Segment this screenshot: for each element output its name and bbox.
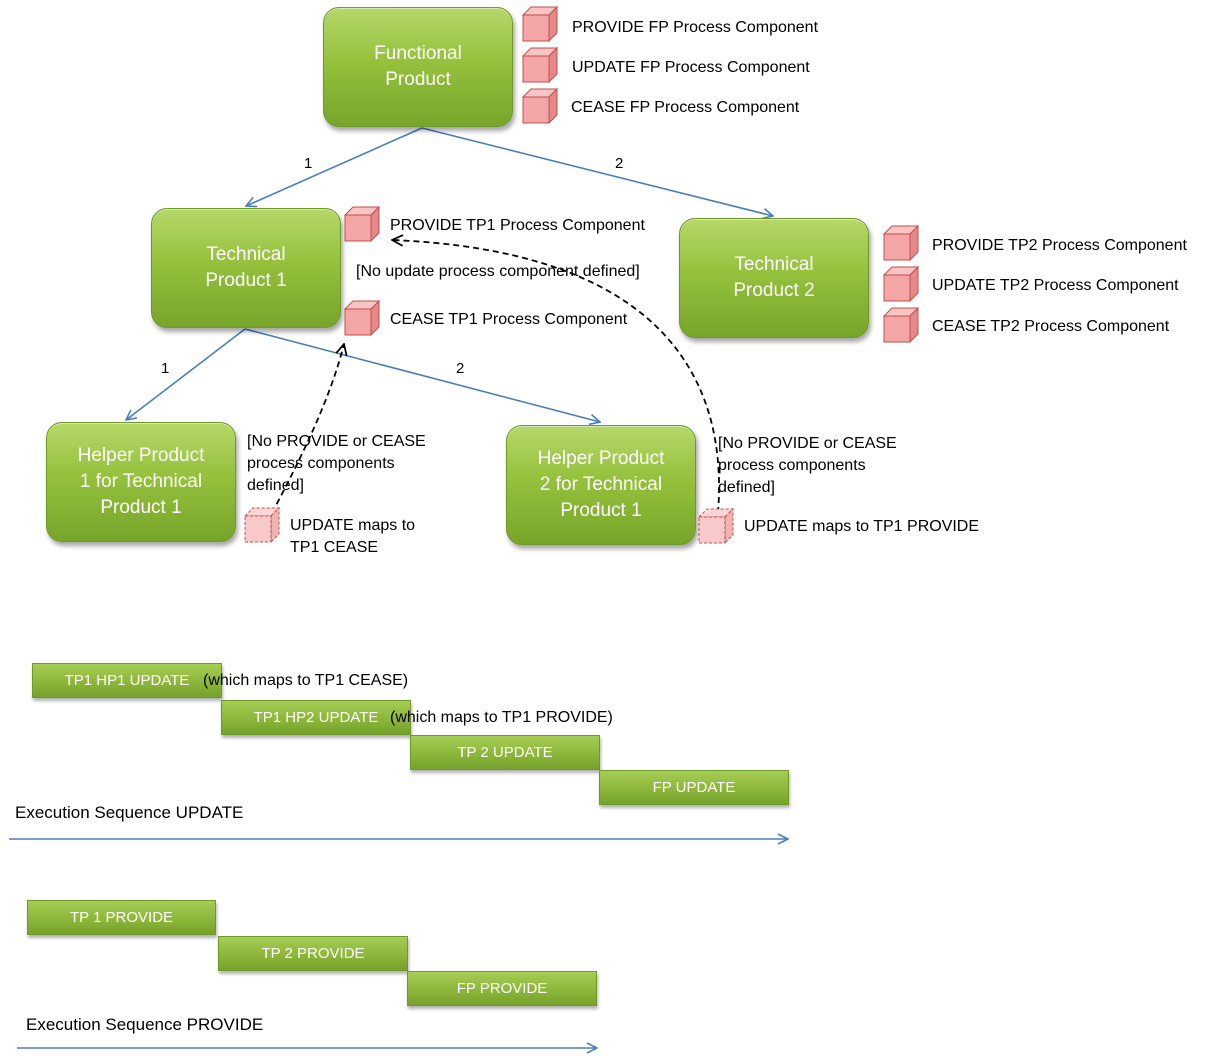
provide-step-tp2: TP 2 PROVIDE — [218, 936, 408, 971]
tp2-update-cube-icon — [883, 266, 919, 302]
update-step-tp1-hp1-note: (which maps to TP1 CEASE) — [203, 672, 409, 689]
edge-label-tp1-hp2: 2 — [456, 360, 465, 377]
tp1-no-update-note: [No update process component defined] — [356, 263, 640, 280]
tp2-provide-cube-icon — [883, 225, 919, 261]
update-step-tp1-hp1: TP1 HP1 UPDATE — [32, 663, 222, 698]
fp-update-cube-icon — [522, 47, 558, 83]
tp1-cease-label: CEASE TP1 Process Component — [390, 311, 628, 328]
hp1-no-components-note: [No PROVIDE or CEASE process components … — [247, 433, 426, 494]
edge-label-tp1-hp1: 1 — [161, 360, 170, 377]
provide-step-tp1: TP 1 PROVIDE — [27, 900, 216, 935]
fp-provide-cube-icon — [522, 6, 558, 42]
hp2-update-dashed-cube-icon — [698, 508, 734, 544]
edge-label-fp-tp1: 1 — [304, 155, 313, 172]
tp1-cease-cube-icon — [344, 300, 380, 336]
provide-sequence-title: Execution Sequence PROVIDE — [26, 1015, 264, 1034]
tp2-provide-label: PROVIDE TP2 Process Component — [932, 237, 1187, 254]
fp-cease-label: CEASE FP Process Component — [571, 99, 800, 116]
update-sequence-title: Execution Sequence UPDATE — [15, 803, 244, 822]
fp-provide-label: PROVIDE FP Process Component — [572, 19, 819, 36]
node-technical-product-1: Technical Product 1 — [151, 208, 341, 328]
node-helper-product-1: Helper Product 1 for Technical Product 1 — [46, 422, 236, 542]
node-technical-product-2: Technical Product 2 — [679, 218, 869, 338]
tp1-provide-cube-icon — [344, 206, 380, 242]
hp1-update-label: UPDATE maps to TP1 CEASE — [290, 517, 416, 556]
update-step-tp1-hp2-note: (which maps to TP1 PROVIDE) — [390, 709, 613, 726]
tp2-cease-cube-icon — [883, 307, 919, 343]
update-step-fp: FP UPDATE — [599, 770, 789, 805]
fp-update-label: UPDATE FP Process Component — [572, 59, 810, 76]
edge-fp-tp1 — [246, 127, 423, 206]
provide-step-fp: FP PROVIDE — [407, 971, 597, 1006]
fp-cease-cube-icon — [522, 88, 558, 124]
edge-label-fp-tp2: 2 — [615, 155, 624, 172]
edge-tp1-hp1 — [126, 328, 246, 420]
hp2-no-components-note: [No PROVIDE or CEASE process components … — [718, 435, 897, 496]
update-step-tp2: TP 2 UPDATE — [410, 735, 600, 770]
edge-fp-tp2 — [421, 127, 773, 216]
hp2-update-label: UPDATE maps to TP1 PROVIDE — [744, 518, 980, 535]
node-helper-product-2: Helper Product 2 for Technical Product 1 — [506, 425, 696, 545]
hp1-update-dashed-cube-icon — [244, 507, 280, 543]
edge-tp1-hp2 — [244, 328, 600, 422]
update-step-tp1-hp2: TP1 HP2 UPDATE — [221, 700, 411, 735]
tp2-cease-label: CEASE TP2 Process Component — [932, 318, 1170, 335]
node-functional-product: Functional Product — [323, 7, 513, 127]
tp2-update-label: UPDATE TP2 Process Component — [932, 277, 1179, 294]
tp1-provide-label: PROVIDE TP1 Process Component — [390, 217, 645, 234]
